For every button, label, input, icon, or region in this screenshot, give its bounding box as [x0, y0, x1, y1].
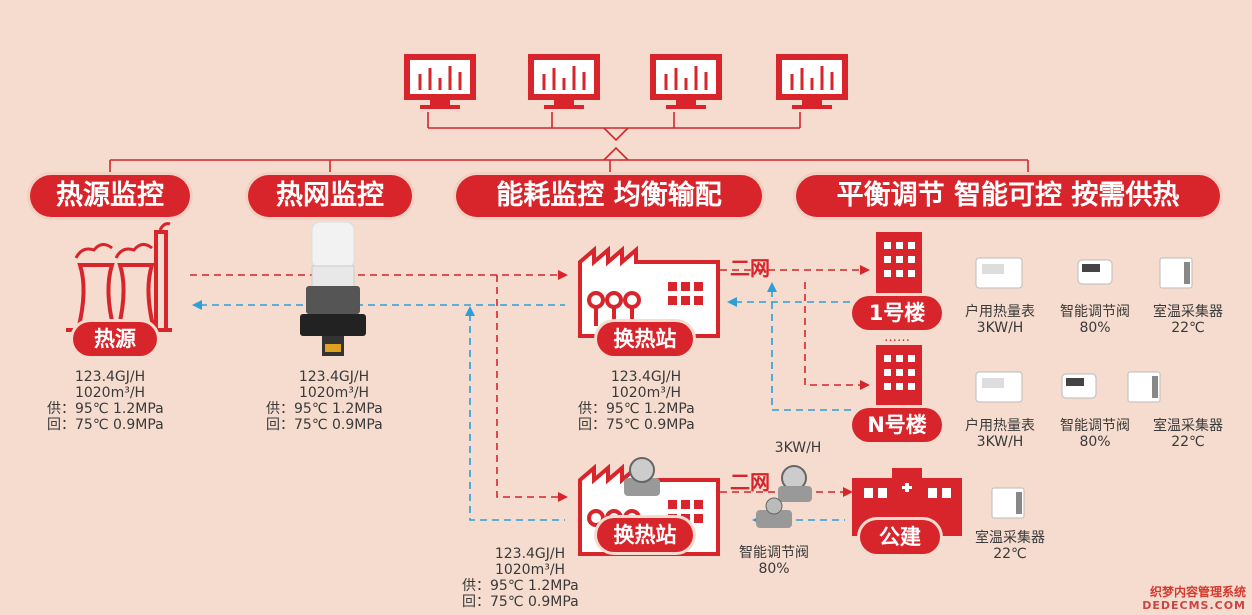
- building-1-label: 1号楼: [852, 296, 942, 330]
- flow-meter-icon: [624, 457, 660, 496]
- b1-valve-label: 智能调节阀: [1060, 304, 1130, 320]
- bn-valve-value: 80%: [1079, 434, 1111, 450]
- b1-temp-value: 22℃: [1171, 320, 1205, 336]
- meter-supply: 供：95℃ 1.2MPa: [266, 401, 383, 417]
- category-heat-source: 热源监控: [30, 175, 190, 217]
- station-2-return: 回：75℃ 0.9MPa: [462, 594, 579, 610]
- b1-valve-value: 80%: [1079, 320, 1111, 336]
- watermark-url: DEDECMS.COM: [1142, 599, 1246, 612]
- station-2-supply: 供：95℃ 1.2MPa: [462, 578, 579, 594]
- power-plant-icon: [66, 222, 172, 332]
- building-1-icon: [876, 232, 922, 298]
- bn-valve-label: 智能调节阀: [1060, 418, 1130, 434]
- pub-meter-value: 3KW/H: [774, 440, 822, 456]
- building-n-icon: [876, 345, 922, 411]
- meter-return: 回：75℃ 0.9MPa: [266, 417, 383, 433]
- return-lines: [200, 290, 862, 521]
- station-1-flow-m3: 1020m³/H: [610, 385, 682, 401]
- heat-exchange-station-icon: [578, 245, 720, 338]
- station-1-supply: 供：95℃ 1.2MPa: [578, 401, 695, 417]
- watermark-text: 织梦内容管理系统: [1149, 585, 1246, 599]
- monitor-bracket: [109, 112, 1029, 178]
- thermostat-device-icon: [1159, 257, 1193, 289]
- monitor-icon: [528, 54, 600, 109]
- b1-heat-meter-value: 3KW/H: [976, 320, 1024, 336]
- source-supply: 供：95℃ 1.2MPa: [47, 401, 164, 417]
- bn-temp-value: 22℃: [1171, 434, 1205, 450]
- b1-temp-label: 室温采集器: [1153, 304, 1223, 320]
- category-energy-monitoring: 能耗监控 均衡输配: [456, 175, 762, 217]
- heat-source-label: 热源: [73, 322, 157, 356]
- secondary-network-label: 二网: [730, 470, 770, 494]
- station-1-return: 回：75℃ 0.9MPa: [578, 417, 695, 433]
- valve-device-icon: [756, 497, 792, 528]
- pub-temp-value: 22℃: [993, 546, 1027, 562]
- station-2-label: 换热站: [597, 518, 693, 552]
- thermostat-device-icon: [991, 487, 1025, 519]
- supply-arrows: [558, 265, 870, 502]
- valve-device-icon: [1061, 373, 1097, 399]
- heat-meter-device-icon: [300, 221, 366, 356]
- heat-meter-device-icon: [975, 371, 1023, 403]
- station-2-flow-m3: 1020m³/H: [494, 562, 566, 578]
- source-return: 回：75℃ 0.9MPa: [47, 417, 164, 433]
- b1-heat-meter-label: 户用热量表: [965, 304, 1035, 320]
- source-flow-m3: 1020m³/H: [74, 385, 146, 401]
- station-2-flow-gj: 123.4GJ/H: [494, 546, 566, 562]
- station-1-label: 换热站: [597, 322, 693, 356]
- public-building-label: 公建: [860, 520, 940, 554]
- building-n-label: N号楼: [852, 408, 942, 442]
- pub-valve-label: 智能调节阀: [739, 545, 809, 561]
- category-heat-network: 热网监控: [248, 175, 412, 217]
- valve-device-icon: [1077, 259, 1113, 285]
- meter-flow-m3: 1020m³/H: [298, 385, 370, 401]
- flow-meter-icon: [778, 465, 812, 502]
- monitor-icon: [776, 54, 848, 109]
- pub-temp-label: 室温采集器: [975, 530, 1045, 546]
- station-1-flow-gj: 123.4GJ/H: [610, 369, 682, 385]
- category-balance-control: 平衡调节 智能可控 按需供热: [796, 175, 1220, 217]
- heat-meter-device-icon: [975, 257, 1023, 289]
- monitor-icon: [404, 54, 476, 109]
- bn-temp-label: 室温采集器: [1153, 418, 1223, 434]
- monitor-icon: [650, 54, 722, 109]
- secondary-network-label: 二网: [730, 256, 770, 280]
- bn-heat-meter-value: 3KW/H: [976, 434, 1024, 450]
- bn-heat-meter-label: 户用热量表: [965, 418, 1035, 434]
- pub-valve-value: 80%: [758, 561, 790, 577]
- meter-flow-gj: 123.4GJ/H: [298, 369, 370, 385]
- source-flow-gj: 123.4GJ/H: [74, 369, 146, 385]
- ellipsis: ……: [884, 330, 910, 345]
- thermostat-device-icon: [1127, 371, 1161, 403]
